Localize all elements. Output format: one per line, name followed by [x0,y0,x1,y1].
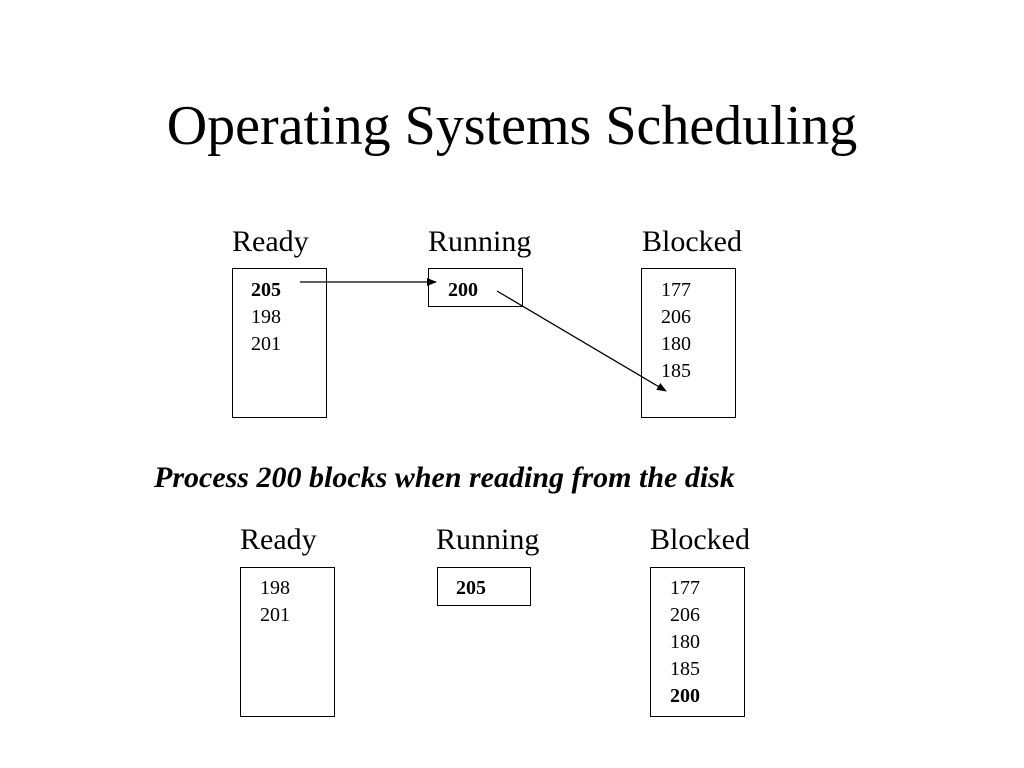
blocked-process-item: 185 [661,360,691,382]
slide-title: Operating Systems Scheduling [166,95,858,157]
running-process-item: 200 [448,279,478,301]
blocked-label: Blocked [650,523,750,556]
blocked-label: Blocked [642,225,742,258]
ready-process-item: 201 [260,604,290,626]
blocked-queue-box [650,567,745,717]
running-label: Running [436,523,540,556]
ready-queue-box [232,268,327,418]
ready-process-item: 201 [251,333,281,355]
running-box [437,567,531,606]
ready-label: Ready [240,523,317,556]
blocked-process-item: 177 [661,279,691,301]
ready-queue-box [240,567,335,717]
blocked-process-item: 180 [661,333,691,355]
blocked-process-item: 206 [661,306,691,328]
ready-process-item: 198 [260,577,290,599]
transition-caption: Process 200 blocks when reading from the… [154,461,735,494]
ready-process-item: 205 [251,279,281,301]
blocked-process-item: 206 [670,604,700,626]
blocked-process-item: 200 [670,685,700,707]
blocked-process-item: 177 [670,577,700,599]
ready-process-item: 198 [251,306,281,328]
ready-label: Ready [232,225,309,258]
running-process-item: 205 [456,577,486,599]
blocked-process-item: 185 [670,658,700,680]
running-label: Running [428,225,532,258]
blocked-process-item: 180 [670,631,700,653]
